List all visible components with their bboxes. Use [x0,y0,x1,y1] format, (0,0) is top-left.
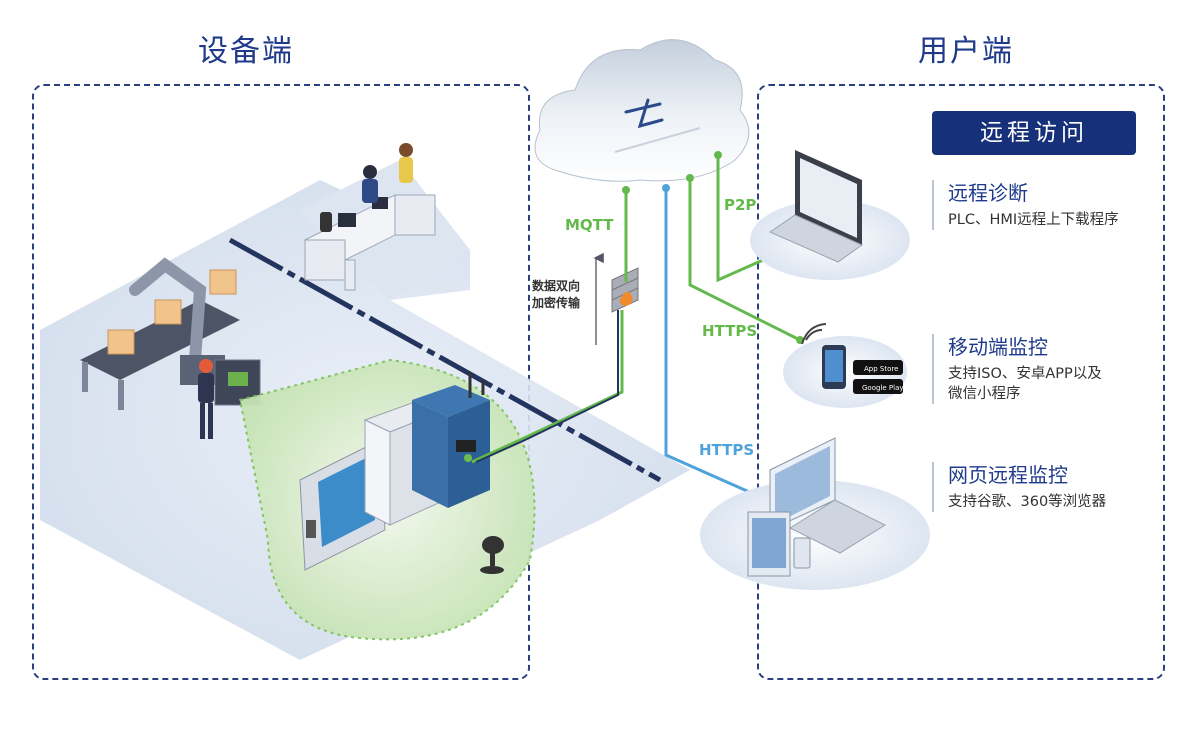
mqtt-label: MQTT [565,216,614,234]
device-side-title: 设备端 [198,34,294,69]
conveyor-robot [80,257,261,410]
camera-device [480,536,504,574]
p2p-connection [716,155,773,283]
feature-title: 移动端监控 [948,335,1048,359]
iot-gateway [412,372,490,508]
firewall-icon [611,267,639,313]
mobile-device: App Store Google Play [783,323,907,408]
https-mobile-connection [688,178,801,342]
encryption-line1: 数据双向 [532,278,580,293]
office-workstation [303,143,437,291]
feature-desc: PLC、HMI远程上下载程序 [948,212,1119,228]
hmi-panel [299,439,386,571]
user-side-panel [757,84,1165,680]
web-devices [700,437,930,590]
feature-web-monitoring: 网页远程监控 支持谷歌、360等浏览器 [932,462,1163,512]
app-store-label: App Store [864,365,898,373]
feature-title: 网页远程监控 [948,463,1068,487]
feature-desc-line: 支持ISO、安卓APP以及 [948,366,1102,382]
feature-title: 远程诊断 [948,181,1028,205]
factory-worker [198,359,214,439]
feature-desc: 支持ISO、安卓APP以及 微信小程序 [948,364,1163,404]
app-store-badge [853,360,903,375]
feature-remote-diagnosis: 远程诊断 PLC、HMI远程上下载程序 [932,180,1163,230]
https-web-label: HTTPS [699,441,754,459]
laptop-device [750,150,910,280]
google-play-badge [853,379,903,394]
feature-desc-line: 微信小程序 [948,386,1021,402]
p2p-label: P2P [724,196,756,214]
feature-mobile-monitoring: 移动端监控 支持ISO、安卓APP以及 微信小程序 [932,334,1163,404]
https-mobile-label: HTTPS [702,322,757,340]
mqtt-connection [471,190,628,464]
cloud-platform [534,39,750,182]
factory-divider-line [228,237,662,483]
feature-desc: 支持谷歌、360等浏览器 [948,494,1107,510]
google-play-label: Google Play [862,384,904,392]
https-web-connection [664,188,757,497]
encryption-line2: 加密传输 [531,295,581,310]
remote-access-badge: 远程访问 [932,111,1136,155]
user-side-title: 用户端 [918,34,1014,69]
